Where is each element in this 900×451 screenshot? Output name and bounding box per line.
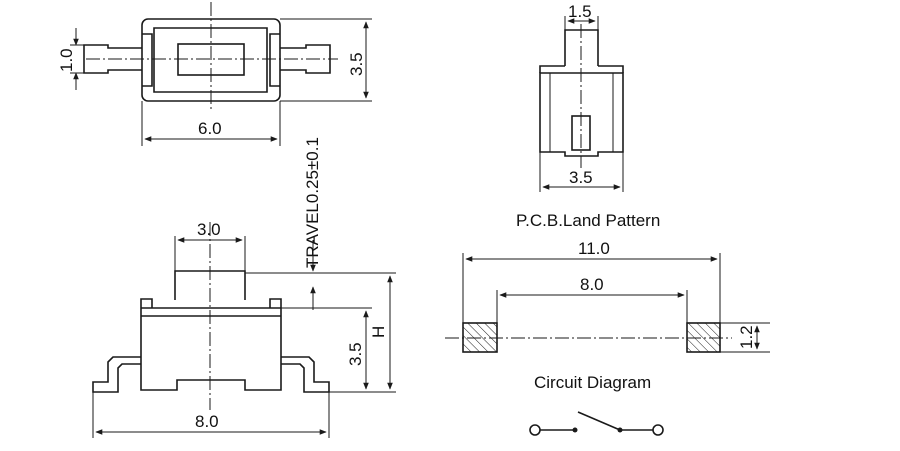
end-body — [539, 72, 624, 157]
side-stem-width-label: 3.0 — [197, 220, 221, 239]
top-height-label: 3.5 — [347, 52, 366, 76]
side-view: 3.0 3.5 H 8.0 — [92, 220, 396, 438]
end-stem-width-label: 1.5 — [568, 2, 592, 21]
pcb-title: P.C.B.Land Pattern — [516, 211, 660, 230]
travel-tolerance-label: ±0.1 — [303, 137, 322, 170]
circuit-node-left — [572, 427, 578, 433]
side-left-lead — [92, 356, 141, 393]
travel-annotation: TRAVEL0.25±0.1 — [303, 137, 322, 310]
end-body-width-label: 3.5 — [569, 168, 593, 187]
top-view: 1.0 3.5 6.0 — [57, 2, 372, 146]
side-body-height-label: 3.5 — [346, 342, 365, 366]
circuit-title: Circuit Diagram — [534, 373, 651, 392]
side-overall-width-label: 8.0 — [195, 412, 219, 431]
pcb-land-pattern: P.C.B.Land Pattern 11.0 8.0 1.2 — [445, 211, 770, 353]
pcb-outer-label: 11.0 — [578, 239, 610, 258]
side-right-lead — [281, 356, 330, 393]
side-body — [140, 308, 282, 391]
top-width-label: 6.0 — [198, 119, 222, 138]
circuit-terminal-left — [529, 424, 541, 436]
pcb-pad-height-label: 1.2 — [737, 325, 756, 349]
end-shoulders — [539, 65, 624, 73]
travel-label: TRAVEL0.25 — [303, 170, 322, 268]
side-overall-height-label: H — [369, 326, 388, 338]
top-right-clip — [269, 33, 280, 87]
top-left-clip — [142, 33, 153, 87]
end-view: 1.5 3.5 — [539, 2, 624, 192]
circuit-switch-blade — [577, 411, 621, 431]
circuit-terminal-right — [652, 424, 664, 436]
pcb-inner-label: 8.0 — [580, 275, 604, 294]
circuit-diagram: Circuit Diagram — [529, 373, 664, 436]
top-left-lead — [83, 44, 142, 74]
top-body-inner-frame — [153, 27, 268, 93]
svg-text:TRAVEL0.25±0.1: TRAVEL0.25±0.1 — [303, 137, 322, 268]
top-lead-width-label: 1.0 — [57, 48, 76, 72]
side-left-tab — [140, 298, 153, 308]
side-right-tab — [269, 298, 282, 308]
